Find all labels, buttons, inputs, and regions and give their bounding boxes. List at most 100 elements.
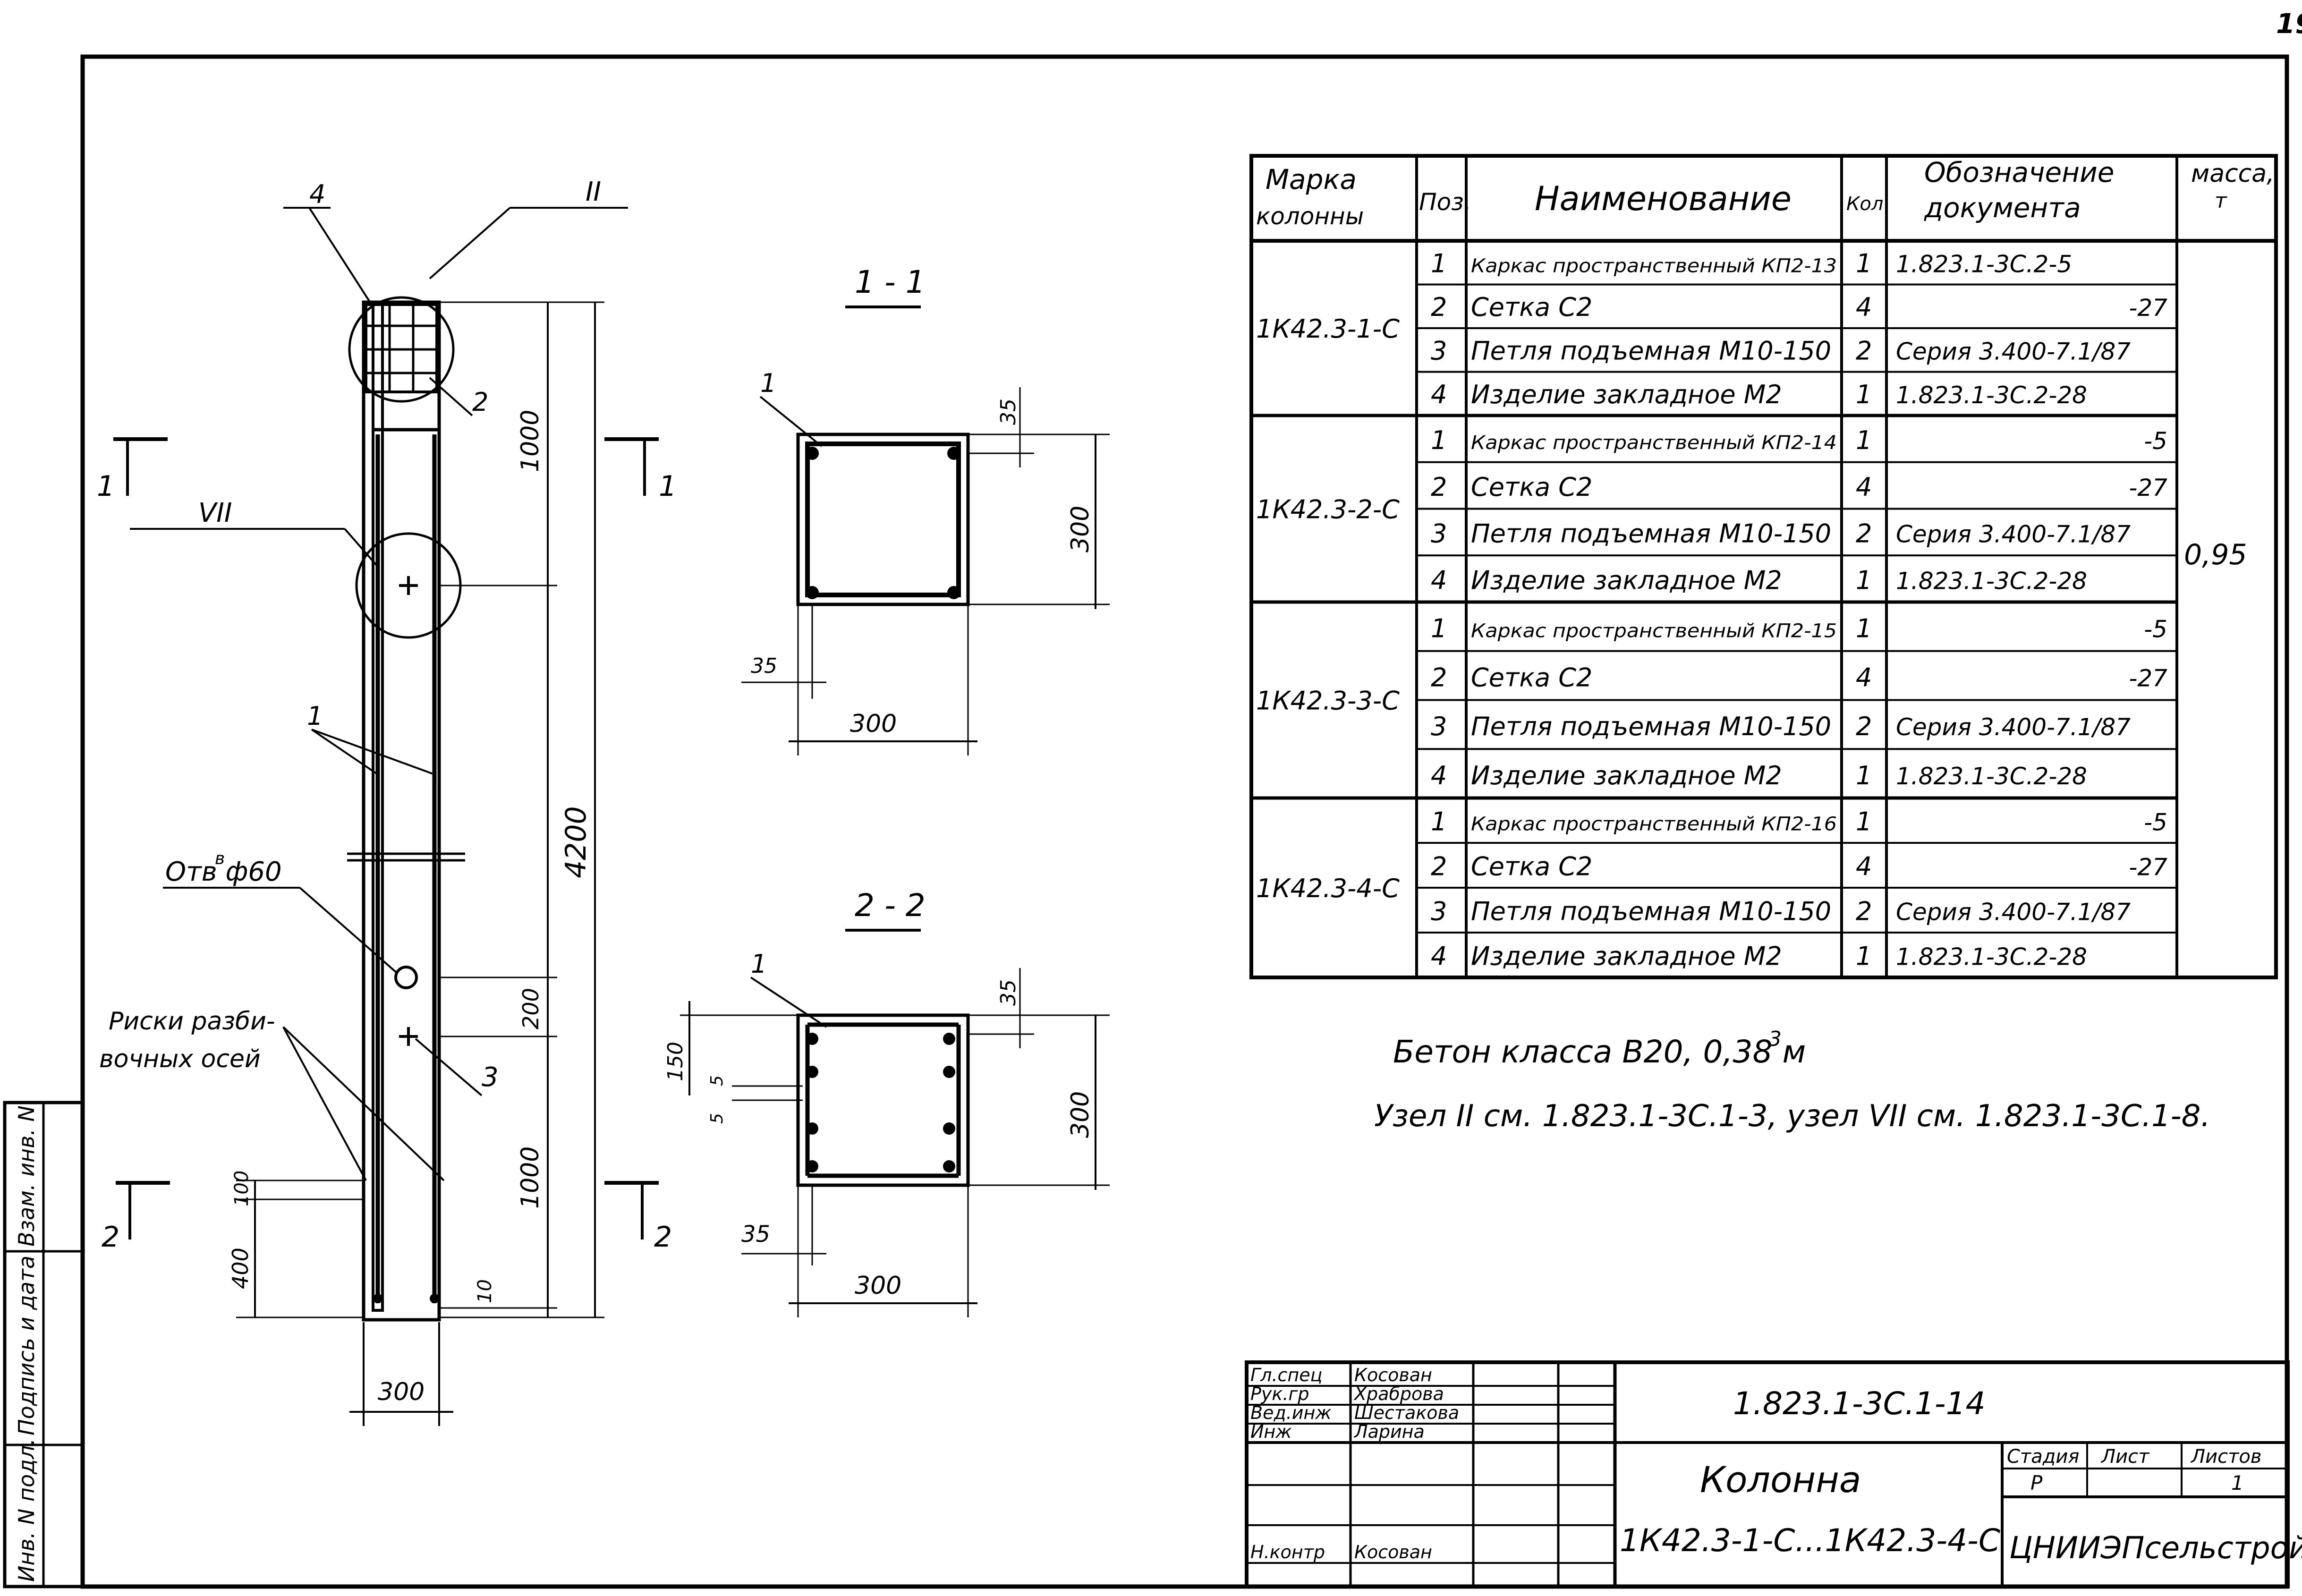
stamp-signature-date: Подпись и дата (14, 1256, 39, 1435)
specification-table: Марка колонны Поз. Наименование Кол Обоз… (1249, 154, 2278, 979)
pos-3-label: 3 (482, 1062, 499, 1093)
row-name: Петля подъемная М10-150 (1471, 336, 1831, 366)
node-VII-label: VII (198, 498, 232, 528)
row-name: Петля подъемная М10-150 (1471, 712, 1831, 741)
row-pos: 2 (1431, 662, 1447, 692)
row-pos: 3 (1431, 336, 1447, 366)
sheets-label: Листов (2190, 1446, 2261, 1468)
section-1-1: 1 - 1 1 35 300 35 300 (741, 264, 1110, 756)
s1-dim-35-top: 35 (996, 399, 1020, 425)
row-qty: 4 (1856, 662, 1872, 692)
row-qty: 1 (1856, 425, 1872, 455)
dim-400: 400 (228, 1248, 253, 1289)
column-outline (362, 300, 441, 1322)
row-pos: 3 (1431, 896, 1447, 926)
row-pos: 4 (1431, 761, 1447, 790)
row-name: Сетка С2 (1471, 472, 1592, 502)
row-qty: 1 (1856, 761, 1872, 790)
row-qty: 2 (1856, 896, 1872, 926)
group-mark: 1К42.3-2-С (1256, 495, 1400, 525)
row-pos: 1 (1431, 806, 1447, 836)
dim-1000-top: 1000 (516, 410, 544, 472)
hdr-pos: Поз. (1419, 188, 1471, 216)
row-name: Изделие закладное М2 (1471, 565, 1782, 595)
s2-dim-5a: 5 (707, 1075, 727, 1086)
side-stamp: Инв. N подл. Подпись и дата Взам. инв. N (3, 1101, 85, 1588)
hdr-mark-1: Марка (1266, 163, 1357, 195)
dim-10: 10 (474, 1279, 496, 1303)
row-pos: 4 (1431, 380, 1447, 409)
staff-name: Ларина (1353, 1421, 1425, 1442)
group-mark: 1К42.3-4-С (1256, 874, 1400, 903)
row-qty: 4 (1856, 472, 1872, 502)
s2-dim-150: 150 (663, 1042, 688, 1081)
row-pos: 1 (1431, 249, 1447, 279)
row-doc: Серия 3.400-7.1/87 (1896, 338, 2131, 365)
staff-role: Инж (1250, 1421, 1292, 1442)
cut-1-right: 1 (659, 470, 677, 503)
section-2-title: 2 - 2 (855, 887, 926, 924)
row-pos: 3 (1431, 519, 1447, 549)
row-name: Петля подъемная М10-150 (1471, 519, 1831, 549)
hdr-mass-2: т (2215, 189, 2227, 213)
row-qty: 4 (1856, 851, 1872, 881)
staff-name: Шестакова (1354, 1402, 1459, 1423)
s1-pos-1-label: 1 (760, 368, 776, 398)
s1-dim-300-bottom: 300 (850, 710, 897, 738)
row-qty: 2 (1856, 336, 1872, 366)
axis-marks-label-line2: вочных осей (99, 1045, 261, 1073)
row-doc: -5 (2144, 616, 2167, 643)
row-qty: 1 (1856, 806, 1872, 836)
hdr-doc-1: Обозначение (1924, 156, 2114, 188)
row-pos: 2 (1431, 851, 1447, 881)
staff-name: Храброва (1353, 1384, 1444, 1404)
row-name: Петля подъемная М10-150 (1471, 896, 1831, 926)
row-doc: Серия 3.400-7.1/87 (1896, 521, 2131, 548)
row-doc: 1.823.1-3С.2-28 (1896, 943, 2087, 970)
section-2-2: 2 - 2 1 150 5 5 35 300 (663, 887, 1110, 1317)
row-doc: -27 (2129, 853, 2167, 881)
note-concrete-sup: 3 (1768, 1027, 1782, 1051)
column-elevation: 300 1000 4200 200 1000 10 100 400 4 II 2… (97, 177, 677, 1426)
row-qty: 2 (1856, 712, 1872, 741)
doc-code: 1.823.1-3С.1-14 (1733, 1385, 1986, 1422)
group-mark: 1К42.3-1-С (1256, 314, 1400, 344)
sheets-value: 1 (2231, 1471, 2244, 1494)
row-doc: Серия 3.400-7.1/87 (1896, 898, 2131, 925)
title-line-1: Колонна (1700, 1459, 1861, 1501)
row-name: Изделие закладное М2 (1471, 941, 1782, 971)
staff-role: Рук.гр (1250, 1384, 1309, 1404)
dim-4200: 4200 (560, 806, 593, 878)
page-number: 19 (2276, 8, 2302, 40)
row-pos: 3 (1431, 712, 1447, 741)
group-mark: 1К42.3-3-С (1256, 686, 1400, 716)
row-qty: 1 (1856, 614, 1872, 644)
s2-dim-35-bottom: 35 (741, 1221, 770, 1248)
s2-dim-35-top: 35 (996, 979, 1020, 1006)
pos-1-label: 1 (307, 701, 323, 731)
row-pos: 2 (1431, 292, 1447, 322)
mass-value: 0,95 (2184, 538, 2247, 571)
s2-dim-300-bottom: 300 (855, 1272, 901, 1300)
pos-2-label: 2 (472, 387, 488, 417)
row-qty: 2 (1856, 519, 1872, 549)
row-qty: 1 (1856, 249, 1872, 279)
row-doc: 1.823.1-3С.2-28 (1896, 567, 2087, 594)
row-doc: 1.823.1-3С.2-28 (1896, 382, 2087, 409)
axis-marks-label-line1: Риски разби- (109, 1007, 275, 1036)
opening-superscript: в (215, 849, 225, 868)
dim-200: 200 (518, 988, 544, 1029)
row-pos: 2 (1431, 472, 1447, 502)
hdr-mass-1: масса, (2191, 160, 2275, 188)
row-qty: 1 (1856, 941, 1872, 971)
row-pos: 1 (1431, 614, 1447, 644)
staff-name: Косован (1354, 1542, 1432, 1562)
sheet-label: Лист (2100, 1446, 2150, 1468)
node-II-label: II (586, 177, 601, 207)
cut-2-right: 2 (654, 1221, 672, 1254)
stage-value: Р (2030, 1471, 2043, 1494)
row-name: Каркас пространственный КП2-15 (1471, 620, 1837, 642)
